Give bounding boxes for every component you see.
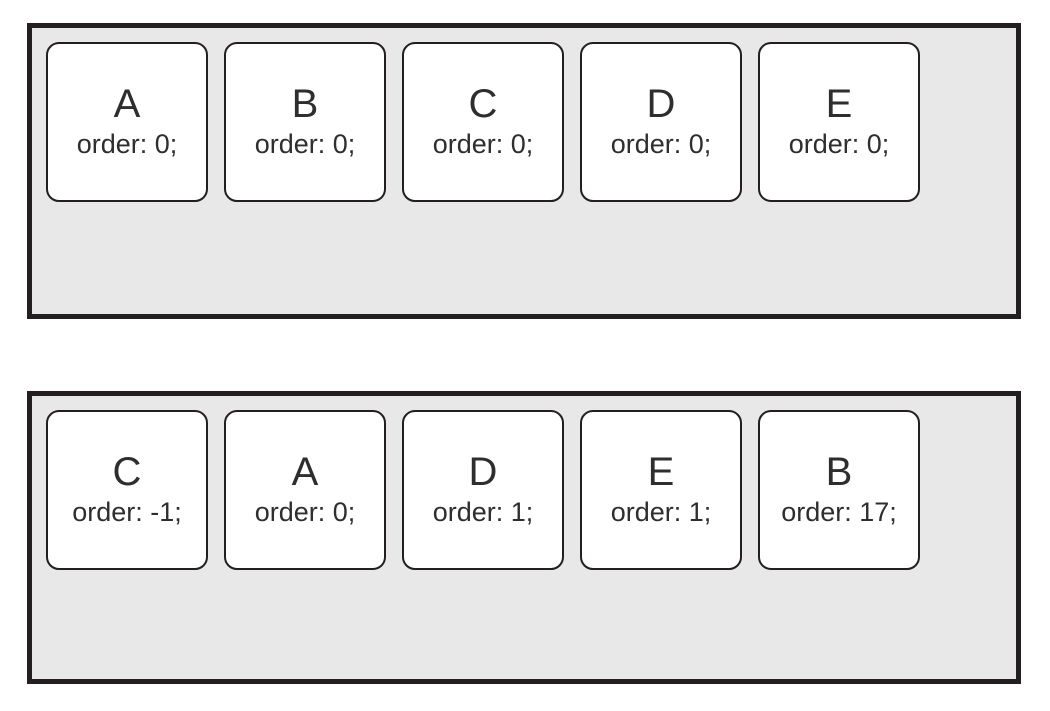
flex-item-d: D order: 0;	[580, 42, 742, 202]
item-order-code: order: 1;	[432, 496, 534, 527]
flex-item-a: A order: 0;	[224, 410, 386, 570]
item-order-code: order: 17;	[781, 496, 897, 527]
item-letter: D	[646, 82, 676, 127]
flex-item-a: A order: 0;	[46, 42, 208, 202]
item-letter: E	[825, 82, 853, 127]
flex-item-c: C order: -1;	[46, 410, 208, 570]
item-letter: A	[113, 82, 141, 127]
item-order-code: order: 1;	[610, 496, 712, 527]
item-order-code: order: -1;	[72, 496, 182, 527]
item-order-code: order: 0;	[254, 496, 356, 527]
item-letter: B	[291, 82, 319, 127]
flex-item-c: C order: 0;	[402, 42, 564, 202]
item-letter: A	[291, 450, 319, 495]
item-order-code: order: 0;	[254, 128, 356, 159]
item-letter: E	[647, 450, 675, 495]
flex-item-b: B order: 0;	[224, 42, 386, 202]
flex-container-custom-order: C order: -1; A order: 0; D order: 1; E o…	[27, 391, 1021, 684]
item-order-code: order: 0;	[432, 128, 534, 159]
flex-item-d: D order: 1;	[402, 410, 564, 570]
flex-container-default-order: A order: 0; B order: 0; C order: 0; D or…	[27, 23, 1021, 319]
item-order-code: order: 0;	[610, 128, 712, 159]
item-letter: D	[468, 450, 498, 495]
flex-item-b: B order: 17;	[758, 410, 920, 570]
item-letter: B	[825, 450, 853, 495]
flex-item-e: E order: 0;	[758, 42, 920, 202]
flex-item-e: E order: 1;	[580, 410, 742, 570]
item-order-code: order: 0;	[76, 128, 178, 159]
item-order-code: order: 0;	[788, 128, 890, 159]
item-letter: C	[468, 82, 498, 127]
item-letter: C	[112, 450, 142, 495]
